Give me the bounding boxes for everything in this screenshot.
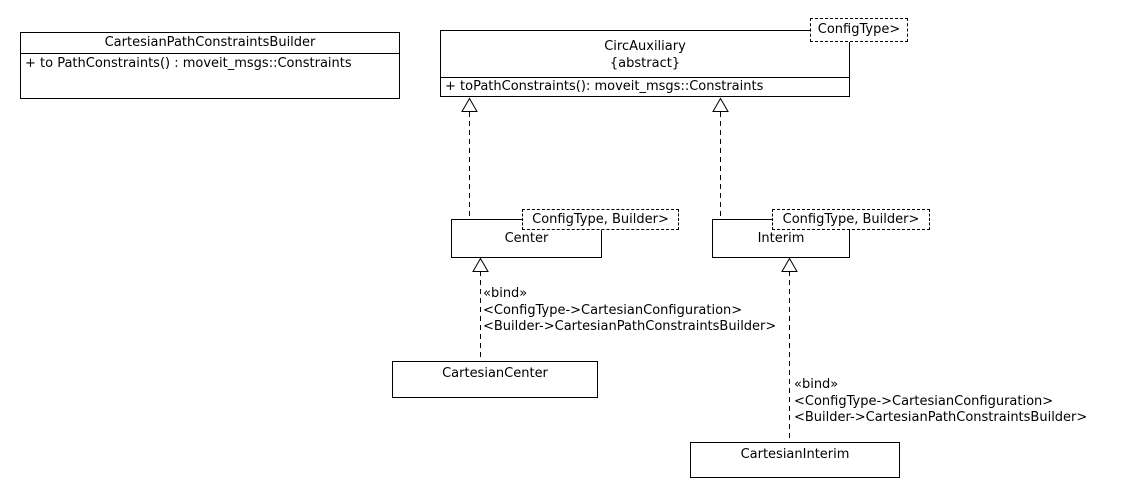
abstract-modifier: {abstract} [609, 56, 681, 71]
bind-label-center: «bind» <ConfigType->CartesianConfigurati… [483, 286, 776, 336]
class-box-cartesiancenter: CartesianCenter [392, 361, 598, 398]
template-params-box: ConfigType, Builder> [522, 209, 679, 230]
class-title: CartesianPathConstraintsBuilder [21, 33, 399, 54]
class-box-circauxiliary: CircAuxiliary {abstract} + toPathConstra… [440, 30, 850, 97]
bind-stereotype: «bind» [483, 286, 528, 301]
bind-label-interim: «bind» <ConfigType->CartesianConfigurati… [794, 377, 1087, 427]
generalization-arrowhead-icon [712, 97, 729, 112]
class-member: + toPathConstraints(): moveit_msgs::Cons… [445, 79, 764, 94]
class-box-cartesianpathconstraintsbuilder: CartesianPathConstraintsBuilder + to Pat… [20, 32, 400, 99]
bind-param: <Builder->CartesianPathConstraintsBuilde… [483, 319, 777, 334]
bind-param: <ConfigType->CartesianConfiguration> [794, 393, 1054, 409]
generalization-arrowhead-icon [472, 257, 489, 272]
class-box-cartesianinterim: CartesianInterim [690, 442, 900, 478]
bind-param: <Builder->CartesianPathConstraintsBuilde… [794, 410, 1088, 425]
generalization-arrowhead-icon [461, 97, 478, 112]
template-params-box: ConfigType> [810, 18, 908, 42]
class-title: CircAuxiliary [604, 39, 686, 54]
bind-param: <ConfigType->CartesianConfiguration> [483, 302, 743, 318]
bind-stereotype: «bind» [794, 377, 839, 392]
generalization-arrowhead-icon [781, 257, 798, 272]
template-params-box: ConfigType, Builder> [772, 209, 930, 230]
class-member: + to PathConstraints() : moveit_msgs::Co… [25, 56, 352, 71]
